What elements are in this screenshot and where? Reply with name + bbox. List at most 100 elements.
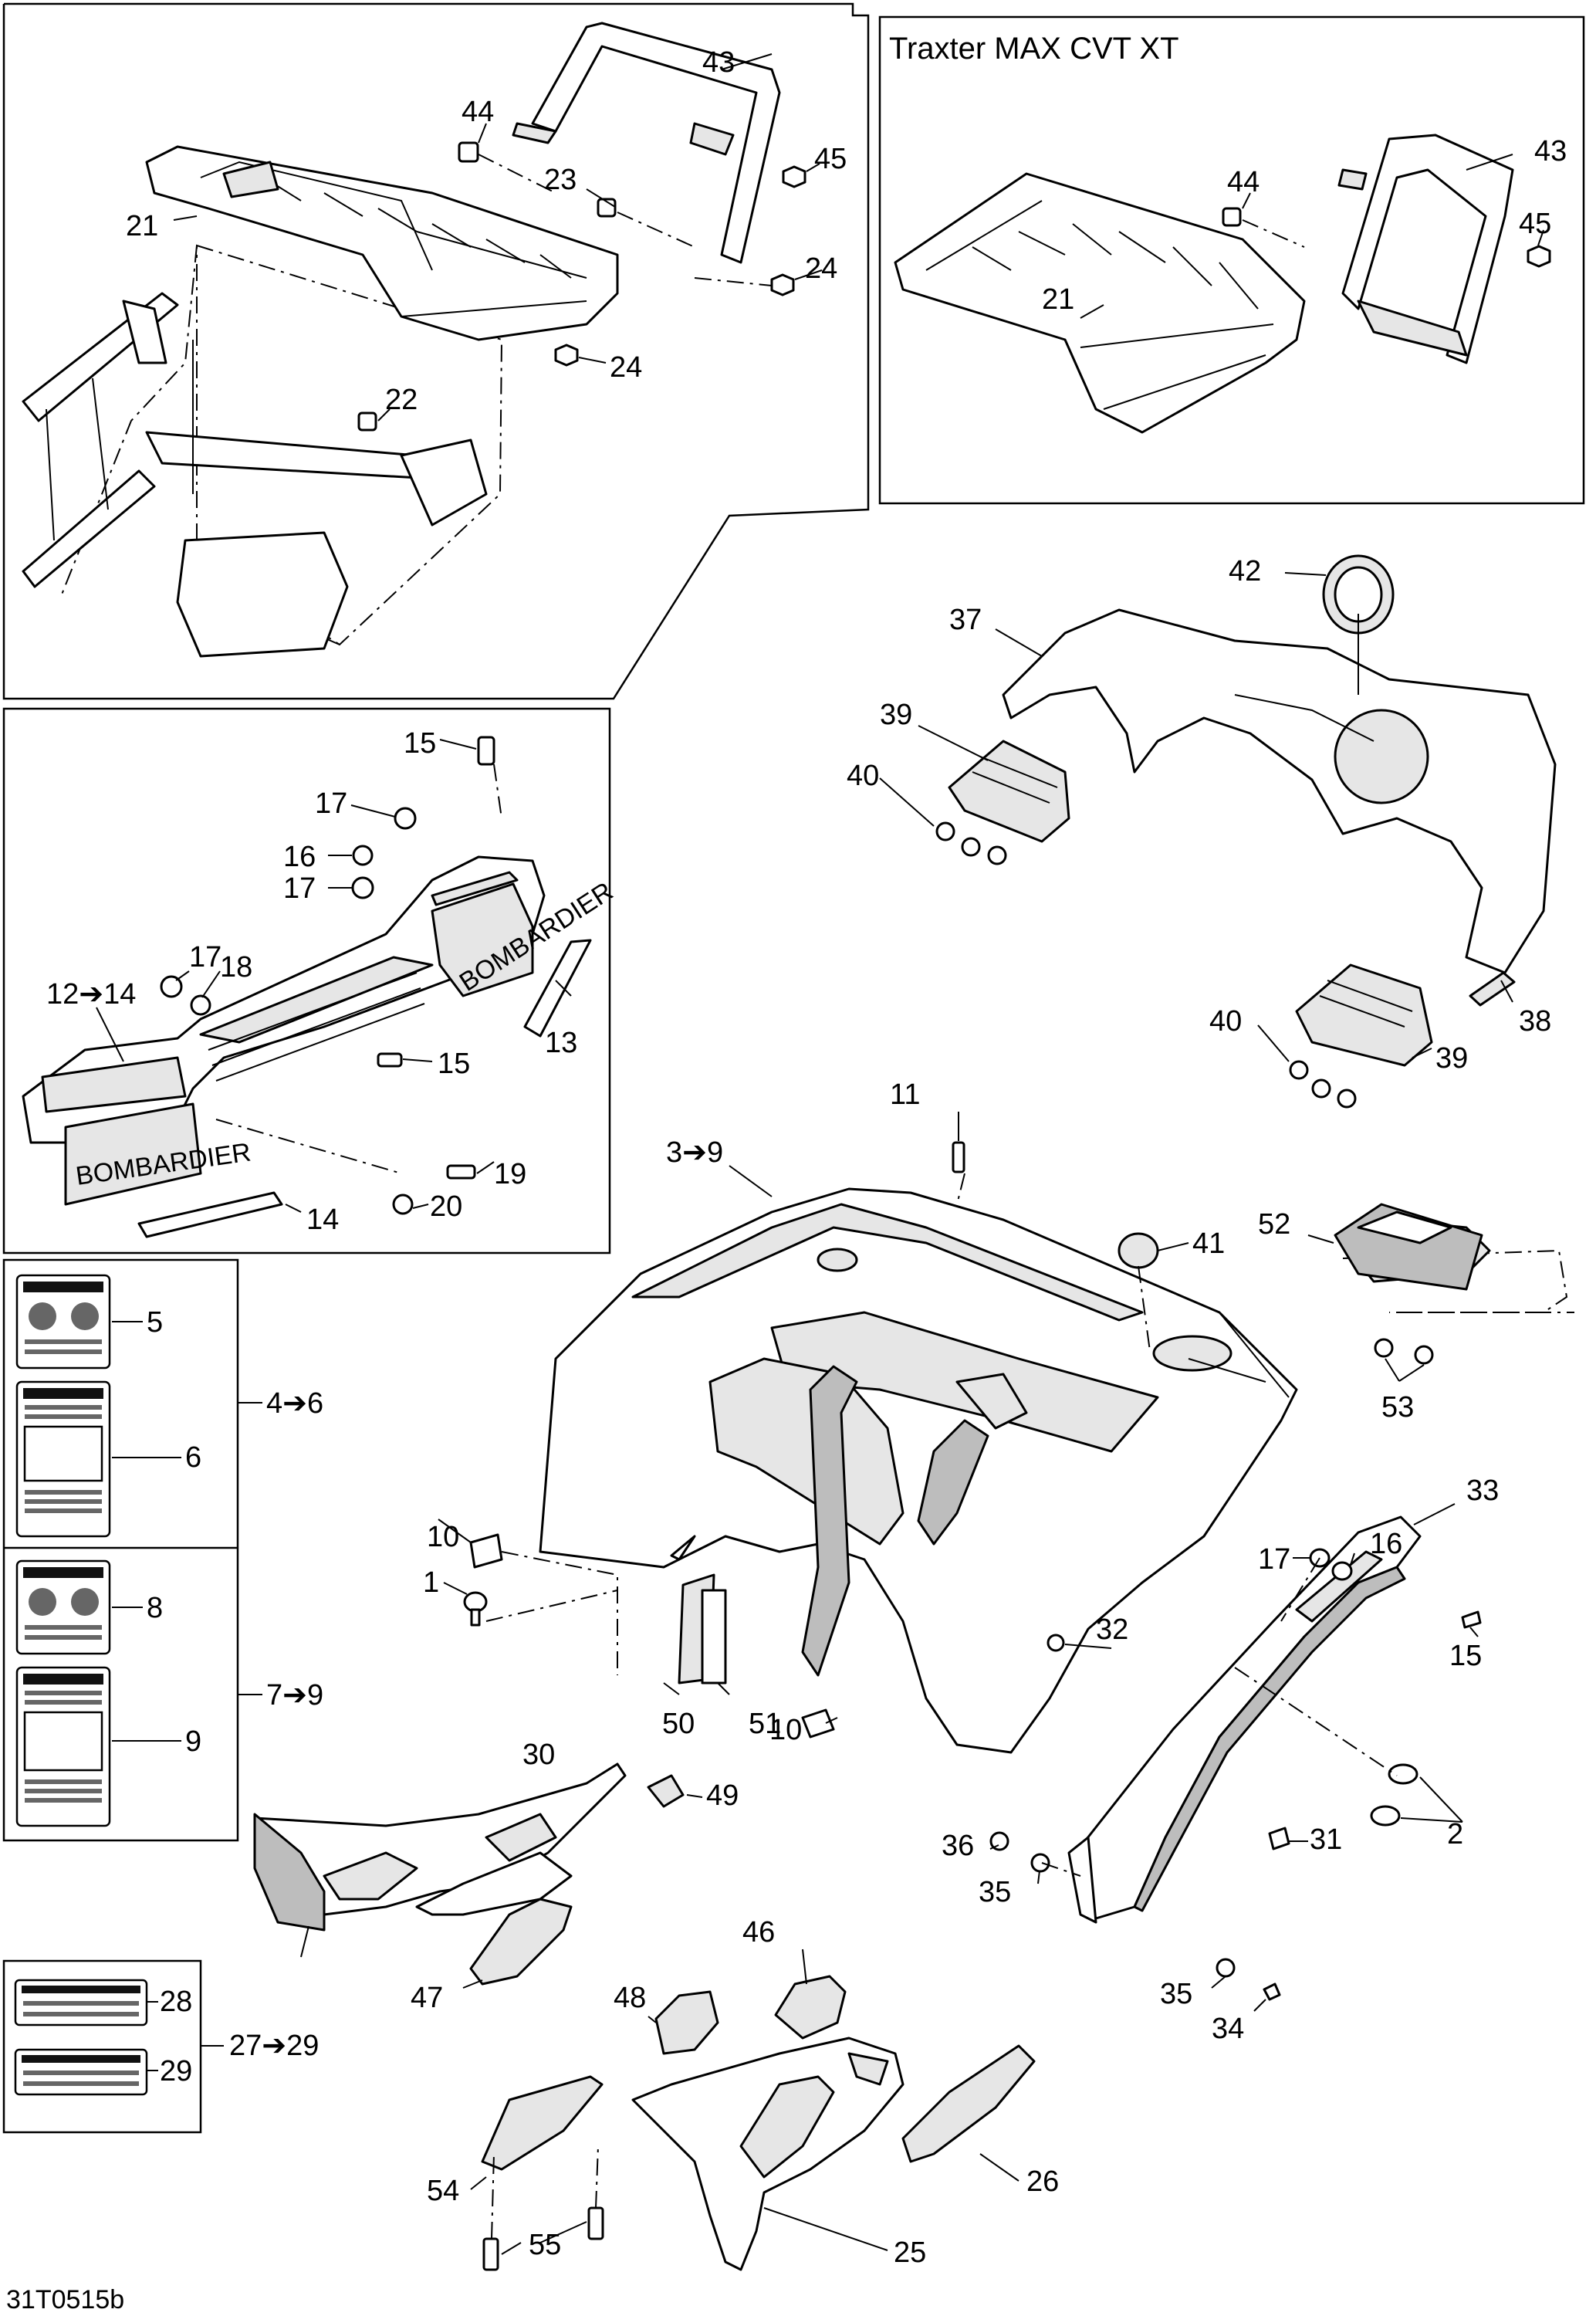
fender-27-lower [253,1813,326,1958]
bumper-leaders [96,739,572,1213]
rear-rack-21 [145,145,619,341]
decal-9 [15,1666,111,1827]
callout-52: 52 [1258,1208,1290,1241]
vent-39-left [948,740,1070,843]
callout-38: 38 [1519,1005,1551,1038]
callout-17a: 17 [315,787,347,820]
callout-18: 18 [220,951,252,984]
callout-34: 34 [1212,2013,1244,2045]
callout-35a: 35 [979,1876,1011,1908]
front-bumper-panel-frame [2,707,611,1254]
callout-17d: 17 [1258,1543,1290,1576]
flare-leaders [989,1503,1479,2012]
callout-28: 28 [160,1986,192,2018]
callout-19: 19 [494,1158,526,1190]
callout-24a: 24 [805,252,837,285]
callout-45b: 45 [1519,208,1551,240]
callout-labels: 43 44 45 23 21 24 24 22 43 44 45 21 42 3… [46,46,1567,2269]
traxter-max-inset-frame [878,15,1585,505]
callout-50: 50 [662,1708,695,1740]
callout-14: 14 [306,1204,339,1236]
callout-4-6: 4➔6 [266,1387,323,1420]
callout-27-29: 27➔29 [229,2030,319,2062]
callout-39b: 39 [1435,1042,1468,1075]
callout-24b: 24 [610,351,642,384]
decal-leaders [112,1321,262,2071]
bracket-48 [648,1990,719,2055]
fender-leaders [879,572,1513,1062]
decal-6 [15,1380,111,1538]
main-fender-body [539,1187,1298,1754]
bracket-46 [774,1949,847,2040]
front-bumper-12: BOMBARDIER BOMBARDIER [22,855,618,1206]
callout-33: 33 [1466,1475,1499,1507]
callout-15b: 15 [438,1048,470,1080]
inset-fasteners [1080,154,1551,319]
callout-39a: 39 [880,699,912,731]
callout-45a: 45 [814,143,847,175]
bolts-55 [482,2145,604,2271]
callout-15c: 15 [1449,1640,1482,1672]
callout-25: 25 [894,2236,926,2269]
callout-40a: 40 [847,760,879,792]
callout-53: 53 [1381,1391,1414,1424]
footwell-panel-30 [253,1762,627,1916]
right-leaders [1307,1234,1334,1244]
lower-panel-25 [631,2037,905,2271]
callout-12-14: 12➔14 [46,978,136,1011]
callout-35b: 35 [1160,1978,1192,2010]
callout-40b: 40 [1209,1005,1242,1038]
callout-30: 30 [522,1739,555,1771]
inset-grab-handle-43 [1337,134,1514,364]
callout-44a: 44 [462,96,494,128]
callout-36: 36 [942,1830,974,1862]
callout-54: 54 [427,2175,459,2207]
figure-code: 31T0515b [6,2285,124,2314]
callout-41: 41 [1192,1227,1225,1260]
callout-29: 29 [160,2055,192,2087]
callout-1: 1 [423,1566,439,1599]
decal-28 [14,1979,148,2026]
callout-32: 32 [1096,1613,1128,1646]
decal-5 [15,1274,111,1370]
callout-37: 37 [949,604,982,636]
bumper-strips-13-14 [137,939,592,1238]
callout-43a: 43 [702,46,735,79]
strap-38 [1469,971,1516,1007]
callout-47: 47 [411,1982,443,2014]
callout-11: 11 [890,1078,920,1111]
chassis-frame [22,292,488,658]
callout-16b: 16 [1370,1528,1402,1560]
decal-8 [15,1559,111,1655]
fuel-cap-ring-42 [1322,554,1395,635]
callout-26: 26 [1026,2165,1059,2198]
callout-15a: 15 [404,727,436,760]
callout-6: 6 [185,1441,201,1474]
lower-panel-54 [470,2075,604,2190]
callout-20: 20 [430,1190,462,1223]
callout-48: 48 [614,1982,646,2014]
grab-handle-43 [512,22,781,264]
callout-42: 42 [1229,555,1261,587]
top-leaders [173,53,823,422]
callout-17b: 17 [283,872,316,905]
panel-47 [462,1898,573,1989]
callout-16a: 16 [283,841,316,873]
callout-5: 5 [147,1306,163,1339]
callout-7-9: 7➔9 [266,1679,323,1712]
decal-panel-frame [2,1258,239,1842]
fender-hardware [463,1141,1159,1739]
inset-rack-21 [894,172,1306,434]
top-left-panel-frame [2,2,870,700]
flare-hardware [989,1548,1482,2001]
callout-31: 31 [1310,1823,1342,1856]
decal-29 [14,2048,148,2096]
fender-leaders-main [438,1112,1189,1724]
clip-49 [647,1774,703,1808]
callout-17c: 17 [189,941,221,973]
callout-21a: 21 [126,210,158,242]
callout-46: 46 [742,1916,775,1949]
callout-3-9: 3➔9 [666,1136,723,1169]
callout-44b: 44 [1227,166,1260,198]
